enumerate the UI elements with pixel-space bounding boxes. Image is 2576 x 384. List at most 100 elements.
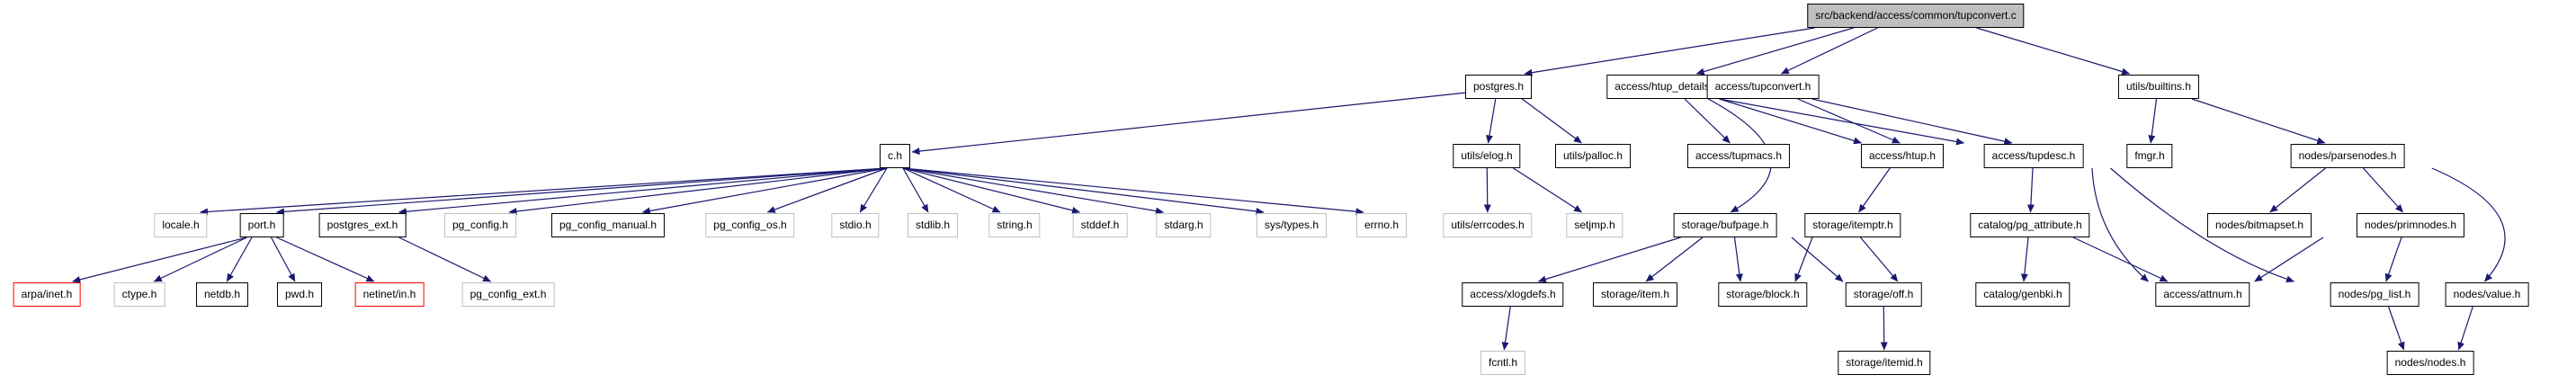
edge-c_h-to-stdlib_h [902,167,929,213]
graph-node-bufpage_h[interactable]: storage/bufpage.h [1673,213,1777,237]
edge-c_h-to-stddef_h [902,167,1080,214]
graph-node-parsenodes_h[interactable]: nodes/parsenodes.h [2290,144,2405,168]
edge-bufpage_h-to-xlogdefs_h [1537,237,1681,283]
graph-node-tupconvert_h[interactable]: access/tupconvert.h [1706,75,1820,99]
graph-node-pg_attribute_h[interactable]: catalog/pg_attribute.h [1970,213,2090,237]
edge-tupconvert_c-to-builtins_h [1976,27,2131,76]
edge-postgres_h-to-palloc_h [1521,98,1582,144]
graph-node-genbki_h[interactable]: catalog/genbki.h [1975,282,2071,307]
graph-node-htup_h[interactable]: access/htup.h [1860,144,1945,168]
edge-pg_attribute_h-to-genbki_h [2020,237,2029,282]
edge-htup_h-to-itemptr_h [1858,167,1891,213]
graph-node-errno_h: errno.h [1355,213,1408,237]
graph-root-node: src/backend/access/common/tupconvert.c [1807,4,2025,28]
edge-itemptr_h-to-block_h [1794,237,1813,282]
edge-c_h-to-string_h [902,167,1001,213]
graph-node-locale_h: locale.h [154,213,208,237]
edge-c_h-to-pg_config_h [508,167,888,215]
edge-htup_details_h-to-tupdesc_h [1719,98,1964,146]
graph-node-pg_config_h: pg_config.h [443,213,517,237]
edge-c_h-to-stdio_h [859,167,888,213]
graph-node-c_h[interactable]: c.h [879,144,911,168]
edge-tupconvert_c-to-postgres_h [1524,27,1815,76]
graph-node-primnodes_h[interactable]: nodes/primnodes.h [2356,213,2465,237]
edge-c_h-to-pg_config_manual_h [641,167,888,215]
graph-node-stdlib_h: stdlib.h [907,213,959,237]
edge-c_h-to-stdarg_h [902,167,1164,215]
graph-node-itemid_h[interactable]: storage/itemid.h [1838,351,1931,375]
graph-node-fcntl_h: fcntl.h [1480,351,1526,375]
graph-node-nodes_h[interactable]: nodes/nodes.h [2386,351,2474,375]
graph-node-htup_details_h[interactable]: access/htup_details.h [1606,75,1727,99]
edge-postgres_h-to-c_h [911,92,1467,156]
graph-node-stdarg_h: stdarg.h [1156,213,1212,237]
edge-htup_details_h-to-tupmacs_h [1684,98,1731,144]
graph-node-pg_config_os_h: pg_config_os.h [705,213,795,237]
graph-node-stdio_h: stdio.h [831,213,880,237]
edge-postgres_ext_h-to-pg_config_ext_h [398,237,492,282]
edge-tupdesc_h-to-attnum_h [2091,167,2149,282]
graph-node-postgres_h[interactable]: postgres.h [1464,75,1533,99]
edge-tupconvert_h-to-htup_h [1797,98,1901,144]
graph-node-tupdesc_h[interactable]: access/tupdesc.h [1983,144,2084,168]
edge-parsenodes_h-to-value_h [2431,167,2506,282]
graph-node-palloc_h[interactable]: utils/palloc.h [1554,144,1632,168]
graph-node-builtins_h[interactable]: utils/builtins.h [2117,75,2200,99]
graph-node-string_h: string.h [988,213,1041,237]
edge-primnodes_h-to-pg_list_h [2384,237,2402,282]
graph-node-pg_list_h[interactable]: nodes/pg_list.h [2330,282,2419,307]
edge-port_h-to-netdb_h [226,237,253,282]
graph-node-arpa_inet_h[interactable]: arpa/inet.h [13,282,81,307]
edge-port_h-to-netinet_in_h [276,237,375,282]
edge-htup_details_h-to-htup_h [1719,98,1863,145]
edge-c_h-to-postgres_ext_h [398,167,888,216]
graph-node-port_h[interactable]: port.h [239,213,284,237]
edge-parsenodes_h-to-bitmapset_h [2269,167,2326,213]
graph-node-postgres_ext_h[interactable]: postgres_ext.h [318,213,407,237]
edge-builtins_h-to-parsenodes_h [2191,98,2326,145]
edge-port_h-to-pwd_h [270,237,296,282]
graph-node-xlogdefs_h[interactable]: access/xlogdefs.h [1462,282,1564,307]
edge-off_h-to-itemid_h [1880,306,1888,351]
graph-node-setjmp_h: setjmp.h [1566,213,1623,237]
graph-node-netinet_in_h[interactable]: netinet/in.h [354,282,425,307]
edge-port_h-to-arpa_inet_h [72,237,247,283]
graph-node-netdb_h[interactable]: netdb.h [195,282,249,307]
graph-node-ctype_h: ctype.h [113,282,165,307]
edge-tupdesc_h-to-pg_list_h [2110,167,2294,283]
edge-c_h-to-errno_h [902,167,1364,216]
graph-node-stddef_h: stddef.h [1072,213,1128,237]
edge-pg_attribute_h-to-attnum_h [2072,237,2169,282]
graph-node-value_h[interactable]: nodes/value.h [2445,282,2529,307]
edge-c_h-to-pg_config_os_h [766,167,888,213]
graph-node-tupmacs_h[interactable]: access/tupmacs.h [1686,144,1791,168]
edge-c_h-to-sys_types_h [902,167,1265,215]
edge-c_h-to-locale_h [200,167,888,216]
edge-value_h-to-nodes_h [2457,306,2473,351]
edge-bufpage_h-to-block_h [1733,237,1743,282]
edge-postgres_h-to-elog_h [1486,98,1497,144]
graph-node-pg_config_ext_h: pg_config_ext.h [461,282,555,307]
graph-node-pg_config_manual_h[interactable]: pg_config_manual.h [550,213,666,237]
graph-node-errcodes_h: utils/errcodes.h [1443,213,1533,237]
graph-node-itemptr_h[interactable]: storage/itemptr.h [1804,213,1901,237]
edge-parsenodes_h-to-primnodes_h [2363,167,2404,213]
edge-elog_h-to-setjmp_h [1513,167,1583,213]
edge-bufpage_h-to-item_h [1645,237,1704,282]
graph-node-block_h[interactable]: storage/block.h [1718,282,1808,307]
edge-tupconvert_c-to-htup_details_h [1695,27,1854,76]
graph-node-item_h[interactable]: storage/item.h [1592,282,1678,307]
graph-node-off_h[interactable]: storage/off.h [1845,282,1922,307]
edge-tupdesc_h-to-pg_attribute_h [2026,167,2035,213]
graph-node-sys_types_h: sys/types.h [1256,213,1328,237]
graph-node-fmgr_h[interactable]: fmgr.h [2126,144,2173,168]
graph-node-attnum_h[interactable]: access/attnum.h [2155,282,2250,307]
edge-primnodes_h-to-attnum_h [2254,237,2324,282]
graph-node-pwd_h[interactable]: pwd.h [276,282,323,307]
edge-tupconvert_h-to-tupdesc_h [1811,98,2013,146]
graph-node-bitmapset_h[interactable]: nodes/bitmapset.h [2206,213,2312,237]
edge-elog_h-to-errcodes_h [1483,167,1491,213]
graph-node-elog_h[interactable]: utils/elog.h [1453,144,1521,168]
edge-c_h-to-port_h [276,167,888,216]
